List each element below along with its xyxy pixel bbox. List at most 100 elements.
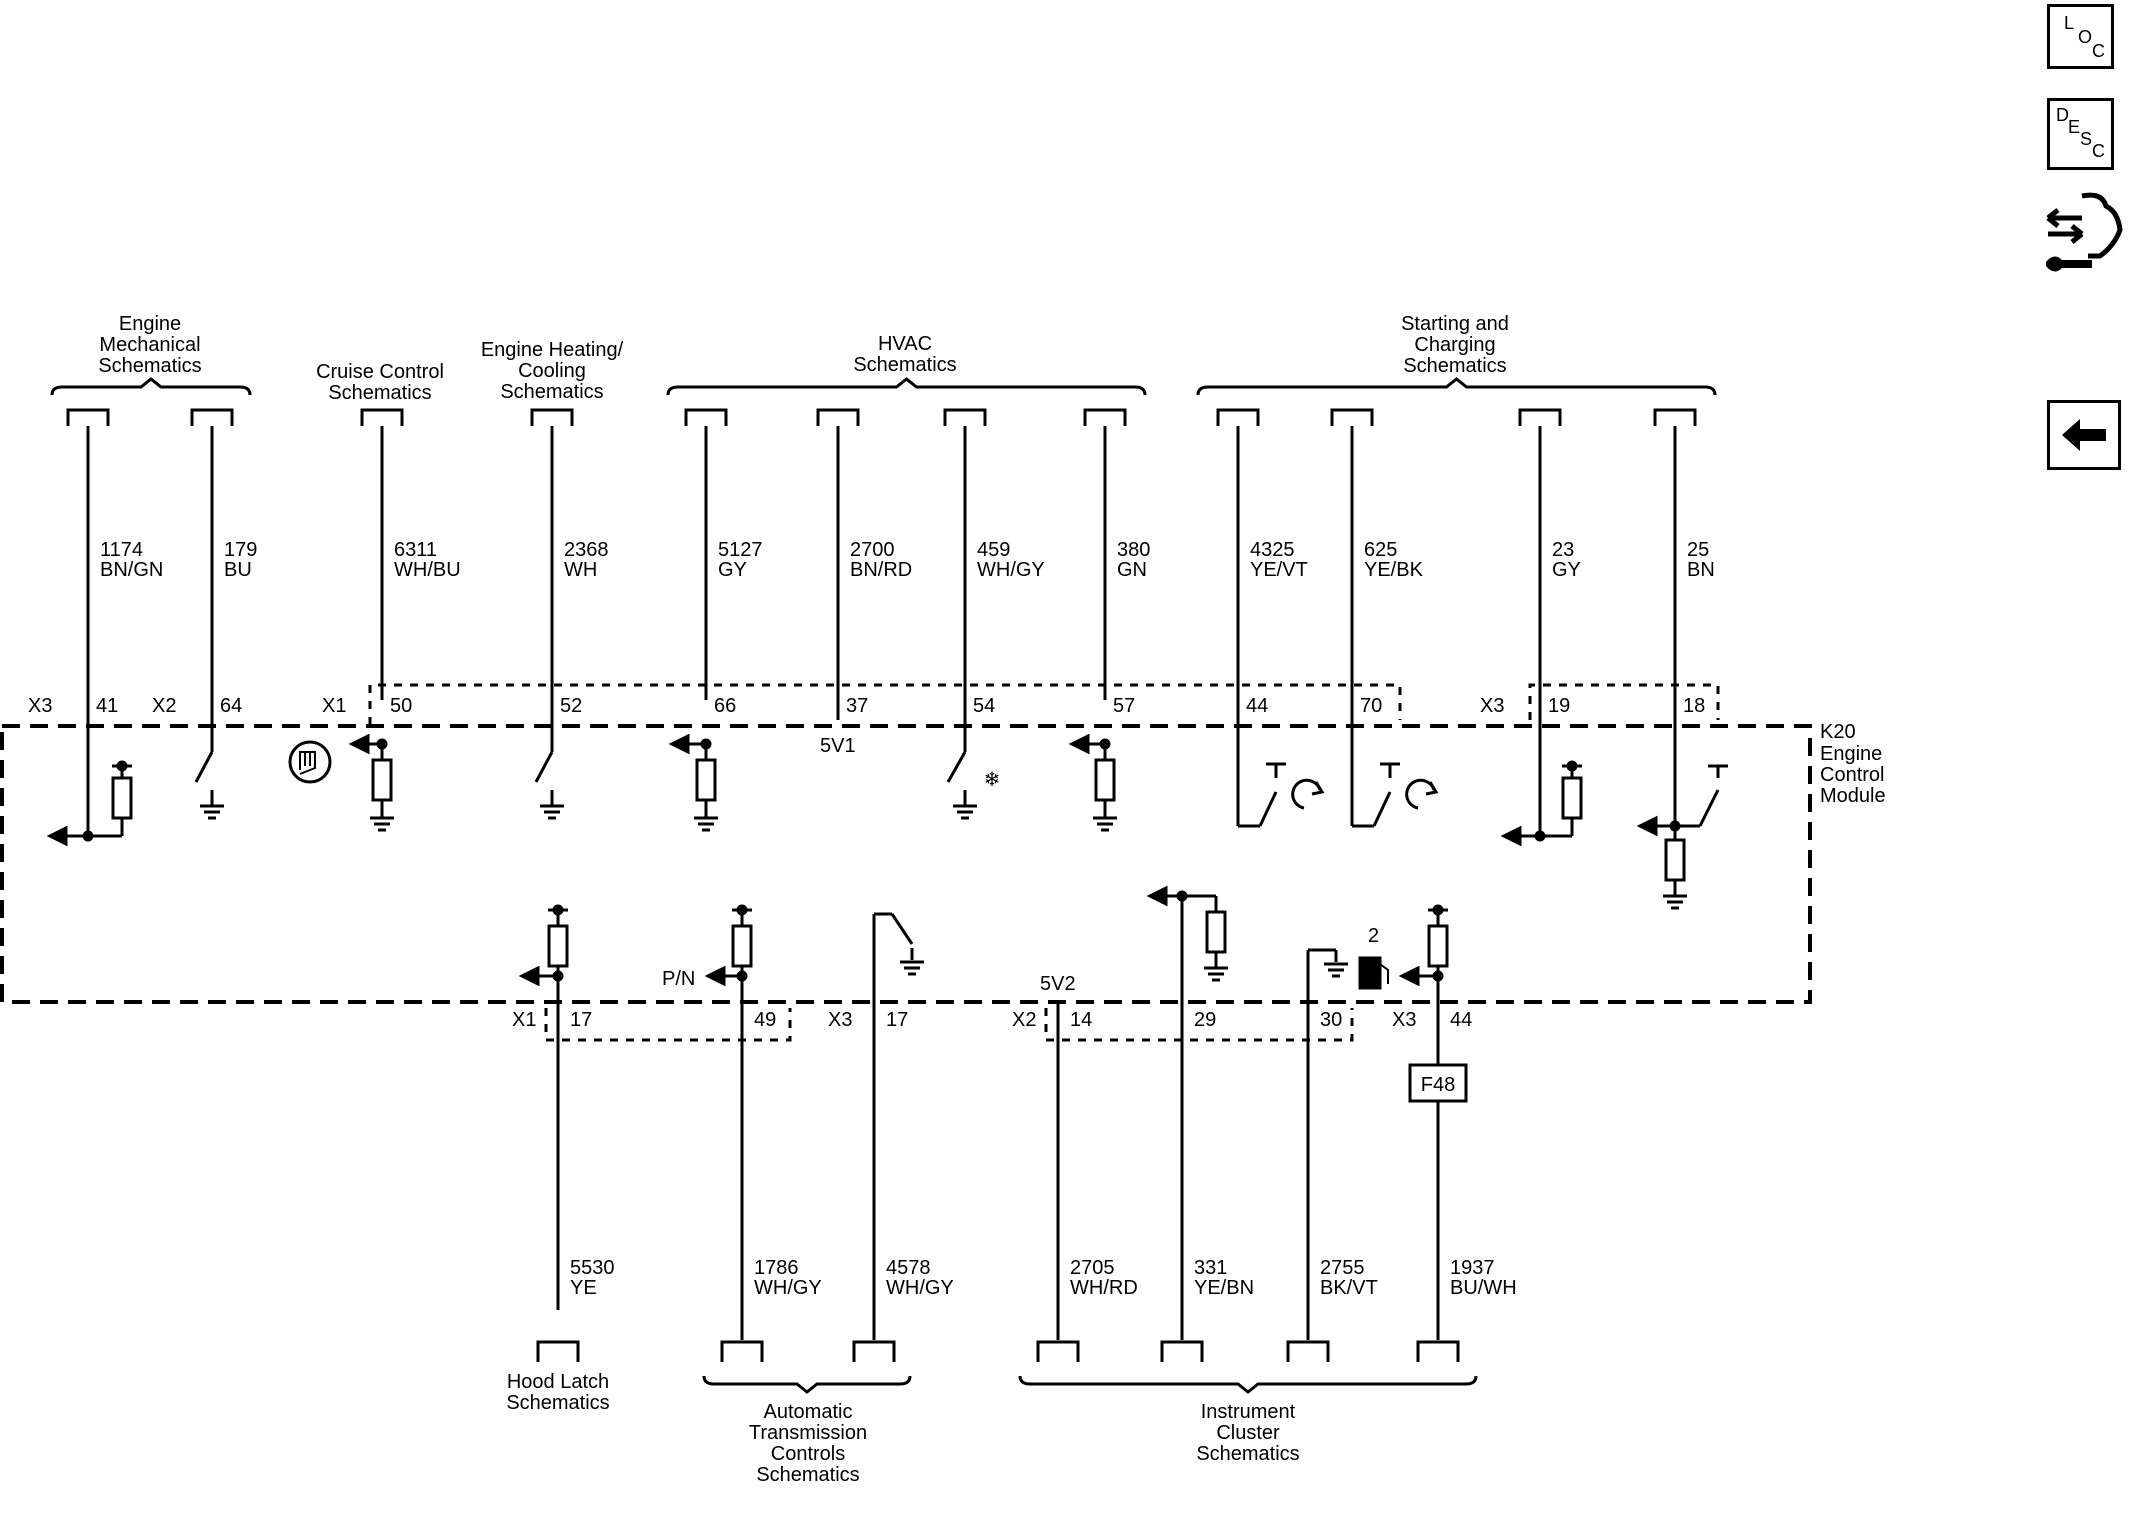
wire-color-code: YE/VT [1250, 559, 1308, 581]
connector-terminal [1330, 408, 1374, 426]
arrow-left-icon [668, 733, 690, 755]
wire-color-code: BN [1687, 559, 1715, 581]
group-top-title-4-line: Charging [1414, 334, 1495, 356]
wire-circuit-number: 1786 [754, 1257, 799, 1279]
wire-color-code: GN [1117, 559, 1147, 581]
wire-color-code: BU [224, 559, 252, 581]
connector-terminal [684, 408, 728, 426]
wire-circuit-number: 4578 [886, 1257, 931, 1279]
connector-terminal [1036, 1340, 1080, 1362]
rotation-arrow-icon [1311, 781, 1325, 796]
connector-terminal [536, 1340, 580, 1362]
supply-label-5v2: 5V2 [1040, 973, 1076, 995]
module-boundary [0, 724, 1812, 1004]
group-top-title-3-line: HVAC [878, 333, 932, 355]
switch-contact [194, 751, 214, 783]
connector-outline-x1-bottom [544, 1008, 792, 1042]
connector-id: X1 [512, 1009, 536, 1031]
switch-contact [1258, 791, 1278, 827]
back-button[interactable] [2047, 400, 2121, 470]
pin-number: 50 [390, 695, 412, 717]
pin-number: 17 [570, 1009, 592, 1031]
arrow-left-icon [704, 965, 726, 987]
connector-terminal [852, 1340, 896, 1362]
connector-outline-x2-bottom [1044, 1008, 1354, 1042]
wire-circuit-number: 1937 [1450, 1257, 1495, 1279]
group-brace-bottom-1 [1018, 1375, 1478, 1394]
module-name-line: Module [1820, 785, 1886, 807]
group-bottom-title-2-line: Schematics [1196, 1443, 1299, 1465]
connector-wrench-icon [2046, 192, 2123, 272]
wire-color-code: YE/BK [1364, 559, 1424, 581]
resistor-symbol [371, 758, 393, 802]
fuse-label: F48 [1421, 1074, 1455, 1096]
group-top-title-4-line: Starting and [1401, 313, 1509, 335]
wire-color-code: WH/RD [1070, 1277, 1138, 1299]
wire-circuit-number: 2700 [850, 539, 895, 561]
group-top-title-2-line: Schematics [500, 381, 603, 403]
connector-terminal [720, 1340, 764, 1362]
group-top-title-3-line: Schematics [853, 354, 956, 376]
connector-id: X1 [322, 695, 346, 717]
group-brace-4 [1196, 377, 1717, 396]
wire-color-code: WH/GY [754, 1277, 822, 1299]
pin-number: 64 [220, 695, 242, 717]
wire-circuit-number: 4325 [1250, 539, 1295, 561]
junction-dot [1566, 760, 1578, 772]
desc-button[interactable]: D E S C [2047, 98, 2114, 170]
stop-hand-icon [288, 740, 332, 784]
connector-terminal [816, 408, 860, 426]
group-bottom-title-0-line: Hood Latch [507, 1371, 609, 1393]
junction-dot [116, 760, 128, 772]
pin-number: 41 [96, 695, 118, 717]
group-brace-0 [50, 377, 252, 396]
connector-id: X2 [152, 695, 176, 717]
connector-terminal [1653, 408, 1697, 426]
connector-id: X3 [1392, 1009, 1416, 1031]
pin-number: 18 [1683, 695, 1705, 717]
connector-repair-button[interactable] [2042, 190, 2124, 282]
resistor-symbol [1664, 838, 1686, 882]
connector-terminal [1160, 1340, 1204, 1362]
connector-id: X2 [1012, 1009, 1036, 1031]
group-top-title-1-line: Cruise Control [316, 361, 444, 383]
group-bottom-title-1-line: Schematics [756, 1464, 859, 1486]
resistor-symbol [1561, 776, 1583, 820]
wire-circuit-number: 459 [977, 539, 1010, 561]
connector-outline-x1 [368, 683, 1402, 725]
pin-number: 30 [1320, 1009, 1342, 1031]
desc-letter-e: E [2068, 117, 2081, 137]
arrow-left-icon [1068, 733, 1090, 755]
group-bottom-title-1-line: Transmission [749, 1422, 867, 1444]
resistor-symbol [111, 776, 133, 820]
pin-number: 70 [1360, 695, 1382, 717]
group-bottom-title-0-line: Schematics [506, 1392, 609, 1414]
switch-contact [534, 751, 554, 783]
connector-terminal [1416, 1340, 1460, 1362]
loc-button[interactable]: L O C [2047, 4, 2114, 69]
wire-circuit-number: 2705 [1070, 1257, 1115, 1279]
group-top-title-4-line: Schematics [1403, 355, 1506, 377]
wire-circuit-number: 6311 [394, 539, 437, 561]
resistor-symbol [547, 924, 569, 968]
wire-color-code: BU/WH [1450, 1277, 1517, 1299]
pin-number: 44 [1246, 695, 1268, 717]
wire-color-code: WH/GY [977, 559, 1045, 581]
arrow-left-icon [1398, 965, 1420, 987]
supply-label-5v1: 5V1 [820, 735, 856, 757]
arrow-left-icon [1146, 885, 1168, 907]
wire-circuit-number: 625 [1364, 539, 1397, 561]
group-brace-bottom-0 [702, 1375, 912, 1394]
rotation-arrow-icon [1425, 781, 1439, 796]
fuse-f48 [1408, 1063, 1468, 1103]
snowflake-icon: ❄ [984, 769, 1001, 791]
group-bottom-title-2-line: Instrument [1201, 1401, 1296, 1423]
desc-letter-s: S [2080, 129, 2093, 149]
wire-circuit-number: 25 [1687, 539, 1709, 561]
desc-letter-d: D [2056, 105, 2069, 125]
resistor-symbol [695, 758, 717, 802]
arrow-left-icon [1636, 815, 1658, 837]
pn-label: P/N [662, 968, 695, 990]
connector-terminal [530, 408, 574, 426]
